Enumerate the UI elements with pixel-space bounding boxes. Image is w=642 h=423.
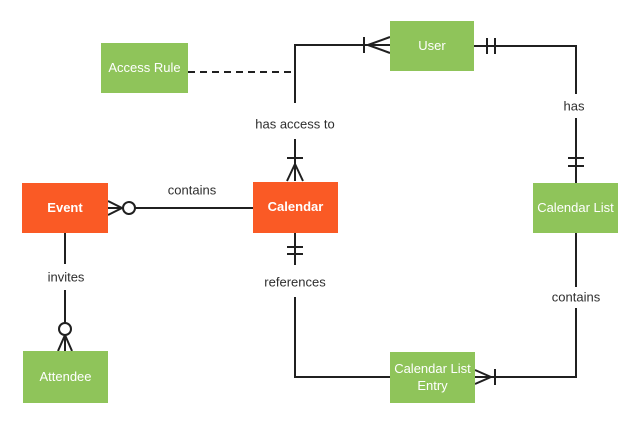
connector-event-calendar — [107, 200, 253, 216]
entity-access-rule-label: Access Rule — [108, 59, 181, 75]
edge-label-invites: invites — [45, 269, 87, 285]
edge-label-references: references — [262, 274, 328, 290]
entity-calendar-list-entry-label: Calendar List Entry — [394, 361, 471, 393]
entity-user[interactable]: User — [390, 21, 474, 71]
entity-calendar[interactable]: Calendar — [253, 182, 338, 233]
entity-calendar-list[interactable]: Calendar List — [533, 183, 618, 233]
entity-attendee[interactable]: Attendee — [23, 351, 108, 403]
connector-calendar-user — [286, 36, 391, 182]
entity-attendee-label: Attendee — [39, 368, 92, 384]
edge-label-has-access-to: has access to — [253, 116, 337, 132]
entity-calendar-label: Calendar — [267, 199, 324, 215]
entity-calendar-list-label: Calendar List — [537, 199, 614, 215]
edge-label-contains-list-entry: contains — [549, 289, 603, 305]
entity-access-rule[interactable]: Access Rule — [101, 43, 188, 93]
connector-calendar-entry — [287, 233, 390, 378]
entity-event[interactable]: Event — [22, 183, 108, 233]
edge-label-has: has — [561, 98, 587, 114]
connector-event-attendee — [57, 233, 73, 352]
connector-user-calendar-list — [474, 38, 584, 183]
connector-calendar-list-entry — [474, 233, 577, 385]
edge-label-contains-event-calendar: contains — [165, 182, 219, 198]
entity-calendar-list-entry[interactable]: Calendar List Entry — [390, 352, 475, 403]
entity-event-label: Event — [47, 199, 83, 215]
entity-user-label: User — [418, 37, 446, 53]
